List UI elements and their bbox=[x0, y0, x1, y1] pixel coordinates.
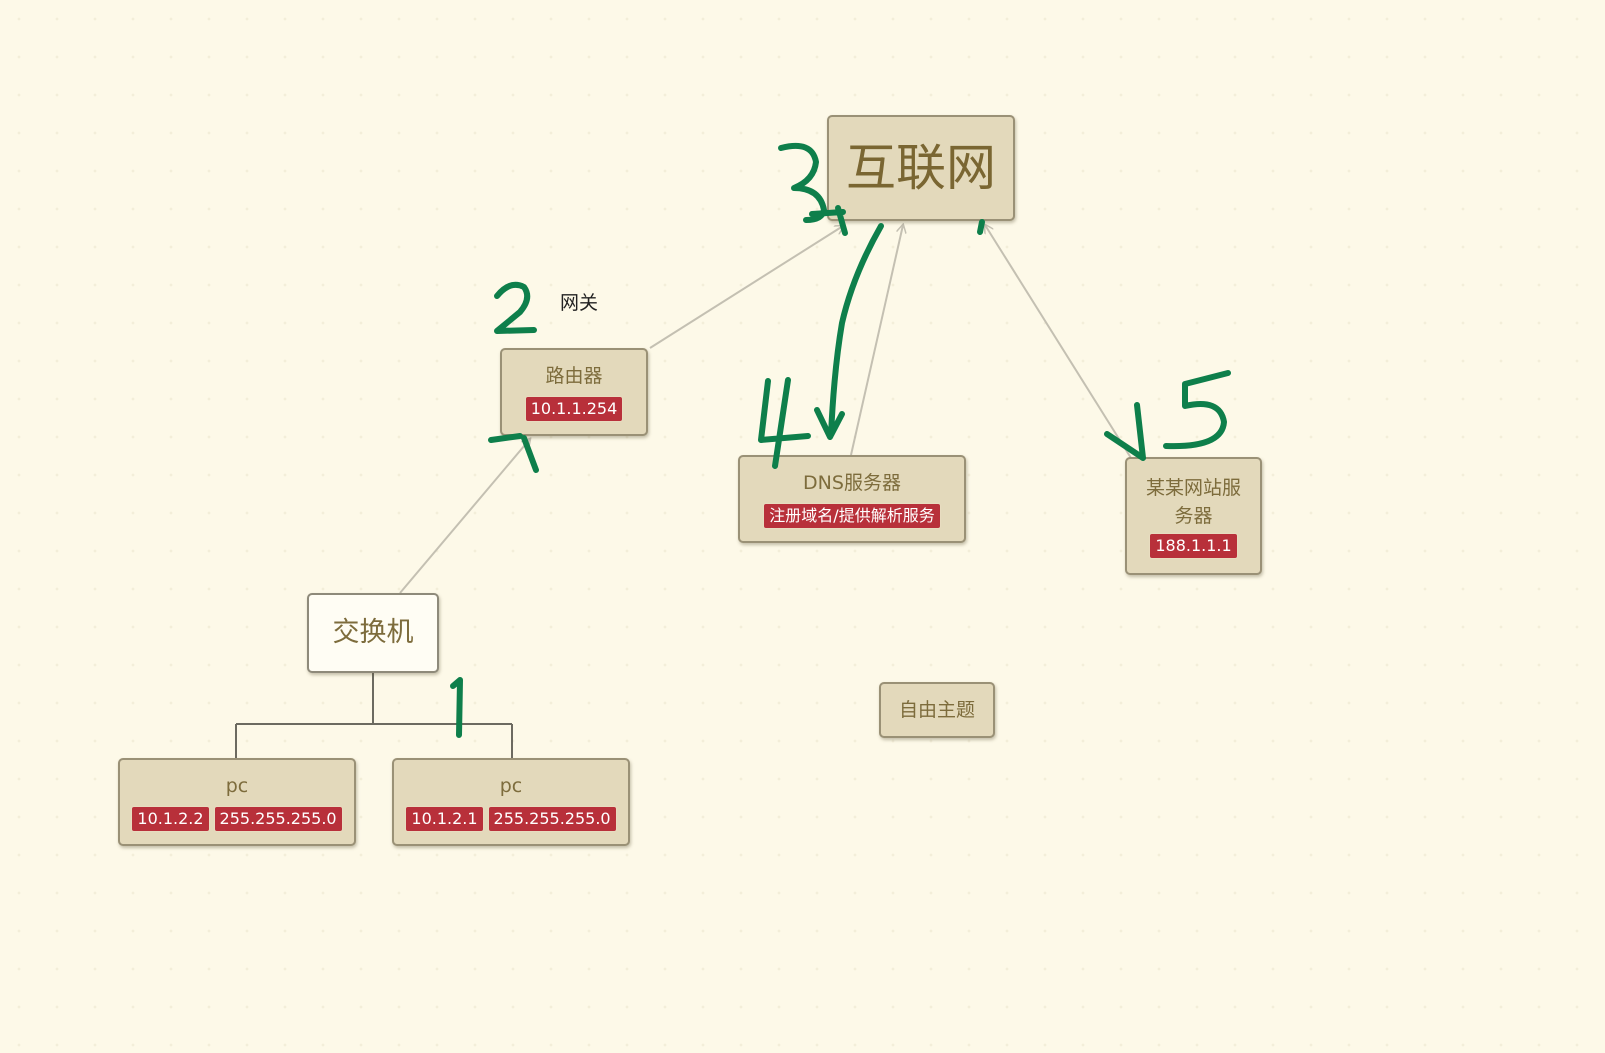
website-ip-tag: 188.1.1.1 bbox=[1149, 532, 1238, 559]
annotation-step-5 bbox=[1163, 370, 1231, 450]
pc-right-tags: 10.1.2.1 255.255.255.0 bbox=[405, 806, 617, 832]
free-topic-title: 自由主题 bbox=[898, 699, 975, 721]
pc-left-ip-tag: 10.1.2.2 bbox=[131, 806, 210, 832]
annotation-arrow-4 bbox=[814, 223, 884, 440]
pc-node-left[interactable]: pc 10.1.2.2 255.255.255.0 bbox=[118, 758, 356, 846]
annotation-step-3 bbox=[778, 142, 827, 223]
dns-service-tag: 注册域名/提供解析服务 bbox=[763, 503, 941, 529]
tree-connector-switch-pcs bbox=[235, 673, 513, 758]
annotation-arrow-2 bbox=[488, 433, 539, 473]
annotation-arrow-5 bbox=[1104, 402, 1146, 461]
website-server-tags: 188.1.1.1 bbox=[1149, 532, 1238, 559]
router-node-title: 路由器 bbox=[545, 365, 603, 387]
router-node[interactable]: 路由器 10.1.1.254 bbox=[500, 348, 648, 436]
internet-node-title: 互联网 bbox=[846, 139, 996, 197]
pc-left-title: pc bbox=[225, 775, 249, 797]
pc-right-ip-tag: 10.1.2.1 bbox=[405, 806, 484, 832]
connector-router-internet bbox=[649, 226, 843, 349]
dns-server-node[interactable]: DNS服务器 注册域名/提供解析服务 bbox=[738, 455, 966, 543]
internet-node[interactable]: 互联网 bbox=[827, 115, 1015, 221]
website-server-title-line2: 务器 bbox=[1174, 504, 1213, 527]
connector-dns-internet bbox=[850, 225, 903, 456]
gateway-label: 网关 bbox=[560, 292, 599, 314]
router-node-tags: 10.1.1.254 bbox=[524, 396, 624, 422]
pc-left-tags: 10.1.2.2 255.255.255.0 bbox=[131, 806, 343, 832]
pc-node-right[interactable]: pc 10.1.2.1 255.255.255.0 bbox=[392, 758, 630, 846]
website-server-title-line1: 某某网站服 bbox=[1145, 476, 1241, 499]
pc-right-mask-tag: 255.255.255.0 bbox=[487, 806, 617, 832]
dns-server-node-tags: 注册域名/提供解析服务 bbox=[763, 503, 941, 529]
free-topic-node[interactable]: 自由主题 bbox=[879, 682, 995, 738]
annotation-step-1 bbox=[450, 677, 463, 738]
connector-website-internet bbox=[985, 225, 1132, 459]
switch-node[interactable]: 交换机 bbox=[307, 593, 439, 673]
annotation-arrow-mark bbox=[977, 219, 985, 235]
website-server-node[interactable]: 某某网站服 务器 188.1.1.1 bbox=[1125, 457, 1262, 575]
pc-left-mask-tag: 255.255.255.0 bbox=[213, 806, 343, 832]
annotation-step-2 bbox=[494, 281, 537, 334]
router-ip-tag: 10.1.1.254 bbox=[524, 396, 624, 422]
connector-switch-router bbox=[399, 439, 530, 594]
dns-server-node-title: DNS服务器 bbox=[803, 472, 901, 494]
pc-right-title: pc bbox=[499, 775, 523, 797]
switch-node-title: 交换机 bbox=[332, 617, 414, 648]
annotation-step-4 bbox=[758, 377, 811, 469]
